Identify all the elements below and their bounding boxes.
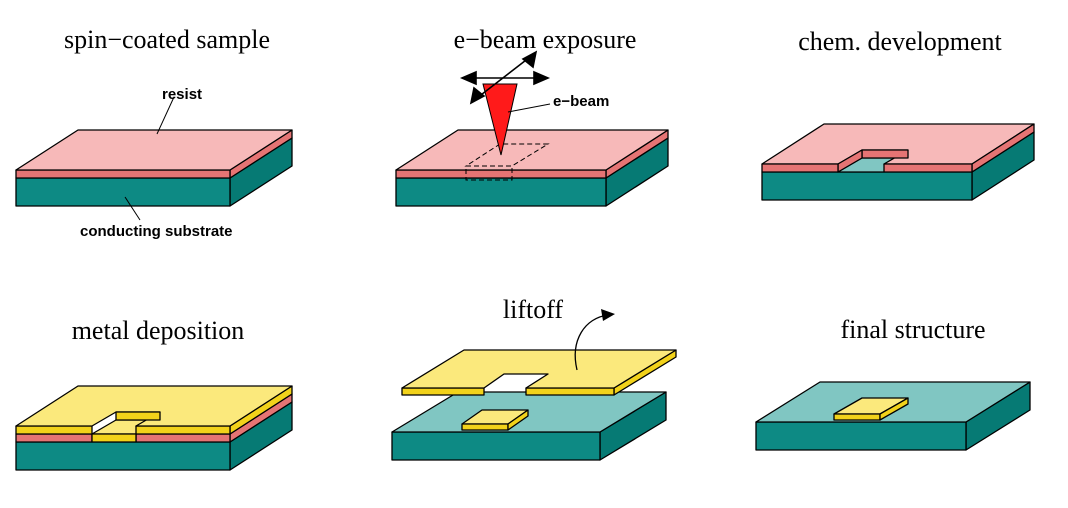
metal-pad <box>461 409 529 431</box>
step-title: final structure <box>840 315 985 344</box>
step-title: liftoff <box>503 295 564 324</box>
step-metal-deposition: metal deposition <box>15 316 293 471</box>
substrate-block <box>15 401 293 471</box>
resist-layer <box>395 129 669 179</box>
step-title: metal deposition <box>72 316 245 345</box>
step-final-structure: final structure <box>755 315 1031 451</box>
liftoff-arrow-head-icon <box>601 309 615 321</box>
step-title: spin−coated sample <box>64 25 270 54</box>
liftoff-direction-arrow <box>574 314 609 371</box>
electron-beam-cone <box>482 83 518 156</box>
resist-leader-line <box>156 96 175 135</box>
ebeam-leader-line <box>507 103 551 113</box>
metal-layer <box>15 385 293 435</box>
substrate-block <box>755 381 1031 451</box>
substrate-leader-line <box>124 196 141 221</box>
exposed-region-outline <box>464 143 550 167</box>
metal-pad <box>833 397 909 421</box>
step-liftoff: liftoff <box>391 295 677 461</box>
resist-layer <box>761 123 1035 173</box>
step-title: chem. development <box>798 27 1002 56</box>
step-chem-development: chem. development <box>761 27 1035 201</box>
step-e-beam-exposure: e−beam exposure e−beam <box>395 25 669 207</box>
substrate-block <box>391 391 667 461</box>
lifted-metal-film <box>401 349 677 396</box>
exposed-region-front <box>465 165 513 181</box>
scan-direction-arrows-icon <box>459 50 551 105</box>
resist-layer <box>15 129 293 179</box>
step-title: e−beam exposure <box>454 25 637 54</box>
substrate-block <box>395 137 669 207</box>
substrate-label: conducting substrate <box>80 223 233 240</box>
substrate-block <box>15 137 293 207</box>
resist-label: resist <box>162 86 202 103</box>
ebeam-label: e−beam <box>553 93 609 110</box>
substrate-block <box>761 131 1035 201</box>
step-spin-coated-sample: spin−coated sample resist conducting sub… <box>15 25 293 240</box>
